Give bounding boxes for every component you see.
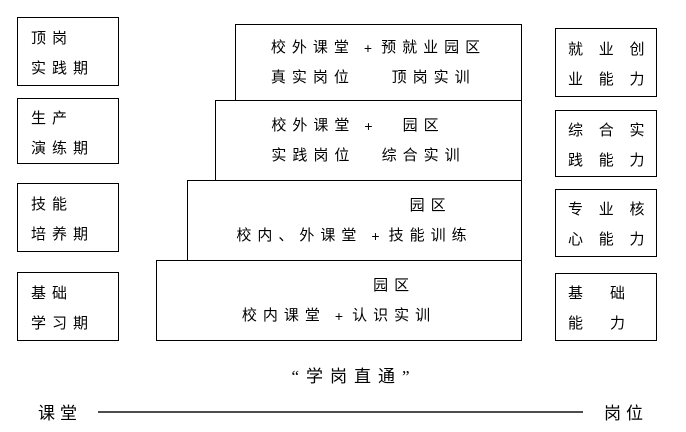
phase-label-line2: 演练期 [31, 140, 95, 157]
stair-content: 校外课堂 + 园区 实践岗位 综合实训 [271, 116, 465, 166]
phase-label-line2: 培养期 [31, 227, 95, 243]
plus-sign: + [334, 307, 344, 324]
park-label: 园区 [373, 277, 416, 294]
park-label: 园区 [402, 117, 445, 134]
post-label: 真实岗位 [270, 69, 355, 86]
phase-label-line1: 技能 [31, 197, 74, 213]
ability-label-line2: 能 力 [568, 316, 632, 332]
caption-xue-gang-zhi-tong: “学岗直通” [291, 367, 417, 386]
classroom-label: 校外课堂 [271, 117, 356, 134]
stair-content: 园区 校内、外课堂 + 技能训练 [236, 196, 472, 246]
ability-box-basic: 基 础 能 力 [555, 273, 657, 341]
park-label: 园区 [409, 197, 452, 214]
phase-label-line2: 学习期 [31, 316, 95, 332]
ability-label-line2: 业 能 力 [568, 71, 651, 88]
classroom-label: 校外课堂 [270, 39, 355, 56]
axis-label-classroom: 课堂 [38, 404, 82, 423]
stair-content: 园区 校内课堂 + 认识实训 [242, 276, 436, 326]
phase-box-skill-training: 技能 培养期 [17, 183, 119, 252]
ability-label-line1: 就 业 创 [568, 41, 651, 58]
phase-box-basic-learning: 基础 学习期 [17, 272, 119, 341]
training-label: 技能训练 [388, 227, 473, 244]
phase-label-line1: 基础 [31, 286, 74, 302]
post-label: 实践岗位 [271, 147, 356, 164]
plus-sign: + [363, 39, 373, 56]
ability-label-line2: 心 能 力 [568, 232, 651, 248]
park-label: 预就业园区 [381, 39, 487, 56]
classroom-label: 校内课堂 [241, 307, 326, 324]
phase-label-line1: 生产 [31, 110, 74, 127]
phase-label-line1: 顶岗 [31, 31, 74, 47]
ability-label-line1: 综 合 实 [568, 122, 651, 139]
phase-box-production-drill: 生产 演练期 [17, 98, 119, 164]
stair-content: 校外课堂 + 预就业园区 真实岗位 顶岗实训 [271, 38, 486, 88]
stair-box-top-internship: 校外课堂 + 预就业园区 真实岗位 顶岗实训 [235, 24, 522, 101]
axis-label-post: 岗位 [604, 404, 648, 423]
classroom-label: 校内、外课堂 [236, 227, 363, 244]
ability-box-comprehensive-practice: 综 合 实 践 能 力 [555, 110, 657, 177]
training-label: 认识实训 [352, 307, 437, 324]
training-label: 顶岗实训 [391, 69, 476, 86]
stair-box-skill-training: 园区 校内、外课堂 + 技能训练 [187, 180, 522, 261]
plus-sign: + [364, 117, 373, 134]
ability-label-line1: 专 业 核 [568, 202, 651, 218]
training-label: 综合实训 [381, 147, 466, 164]
stair-box-cognition-training: 园区 校内课堂 + 认识实训 [156, 260, 522, 341]
ability-label-line1: 基 础 [568, 286, 632, 302]
ability-label-line2: 践 能 力 [568, 152, 651, 169]
ability-box-professional-core: 专 业 核 心 能 力 [555, 189, 657, 257]
phase-label-line2: 实践期 [31, 61, 95, 77]
classroom-to-post-line [98, 411, 583, 413]
ability-box-employment-entrepreneurship: 就 业 创 业 能 力 [555, 28, 657, 97]
stair-box-comprehensive-training: 校外课堂 + 园区 实践岗位 综合实训 [215, 100, 522, 181]
phase-box-top-internship: 顶岗 实践期 [17, 17, 119, 86]
plus-sign: + [371, 227, 380, 244]
